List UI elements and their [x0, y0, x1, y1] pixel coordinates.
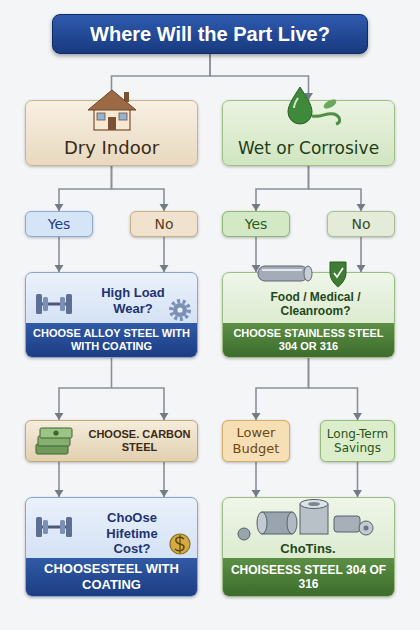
question-box: Food / Medical / Cleanroom? CHOOSE STAINL… [222, 272, 395, 358]
connector-line [59, 166, 112, 211]
flow-connector [55, 237, 64, 272]
budget-text: Long-Term Savings [321, 421, 394, 461]
arrow-head [160, 490, 169, 497]
flow-connector [55, 358, 169, 420]
connector-line [59, 462, 164, 497]
arrow-head [160, 413, 169, 420]
connector-line [256, 358, 309, 420]
gear-icon [171, 301, 189, 319]
question-text: ChoOse Hifetime Cost? [92, 510, 172, 557]
connector-line [112, 166, 165, 211]
coin-icon [170, 534, 190, 554]
money-stack-icon [36, 428, 72, 454]
arrow-head [252, 204, 261, 211]
connector-line [59, 358, 164, 420]
house-icon [88, 90, 136, 130]
budget-box: Long-Term Savings [320, 420, 395, 462]
arrow-head [55, 265, 64, 272]
connector-line [357, 462, 359, 497]
question-text: ChoTins. [253, 541, 363, 557]
location-text: Dry Indoor [26, 131, 197, 165]
arrow-head [304, 93, 313, 100]
question-box: ChoOse Hifetime Cost?CHOOSESTEEL WITH CO… [25, 497, 198, 597]
connector-line [256, 166, 309, 211]
answer-text: Yes [223, 212, 289, 236]
result-band: CHOISEESS STEEL 304 OF 316 [223, 558, 394, 596]
result-text: CHOOSE STAINLESS STEEL 304 OR 316 [223, 323, 394, 357]
answer-pill: Yes [25, 211, 93, 237]
question-box: High Load Wear? CHOOSE ALLOY STEEL WITH W… [25, 272, 198, 358]
question-text: High Load Wear? [92, 285, 174, 316]
question-box: ChoTins.CHOISEESS STEEL 304 OF 316 [222, 497, 395, 597]
result-band: CHOOSESTEEL WITH COATING [26, 558, 197, 596]
question-text: Food / Medical / Cleanroom? [253, 290, 378, 319]
budget-box: Lower Budget [222, 420, 290, 462]
answer-text: No [131, 212, 197, 236]
flow-connector [309, 166, 366, 211]
arrow-head [55, 490, 64, 497]
answer-text: Yes [26, 212, 92, 236]
arrow-head [252, 490, 261, 497]
answer-pill: No [327, 211, 395, 237]
arrow-head [252, 265, 261, 272]
arrow-head [357, 204, 366, 211]
result-text: CHOOSE. CARBON STEEL [26, 421, 197, 461]
flow-connector [353, 462, 362, 497]
arrow-head [357, 265, 366, 272]
flow-connector [210, 54, 313, 100]
flow-connector [252, 166, 309, 211]
answer-pill: Yes [222, 211, 290, 237]
connector-line [309, 166, 362, 211]
connector-line [360, 237, 362, 272]
flow-connector [252, 462, 261, 497]
connector-line [210, 54, 309, 100]
flow-connector [55, 166, 112, 211]
arrow-head [353, 413, 362, 420]
pipe-icon [258, 266, 312, 281]
water-drop-icon [288, 87, 340, 124]
result-band: CHOOSE ALLOY STEEL WITH WITH COATING [26, 323, 197, 357]
answer-pill: No [130, 211, 198, 237]
result-box: CHOOSE. CARBON STEEL [25, 420, 198, 462]
budget-text: Lower Budget [223, 421, 289, 461]
location-box: Wet or Corrosive [222, 100, 395, 166]
result-text: CHOOSESTEEL WITH COATING [26, 558, 197, 596]
connector-line [112, 54, 211, 100]
answer-text: No [328, 212, 394, 236]
flow-connector [252, 358, 309, 420]
connector-line [163, 237, 165, 272]
shield-icon [330, 262, 346, 287]
metal-parts-icon [238, 500, 373, 541]
arrow-head [160, 204, 169, 211]
result-text: CHOISEESS STEEL 304 OF 316 [223, 558, 394, 596]
title-banner: Where Will the Part Live? [52, 14, 368, 54]
location-text: Wet or Corrosive [223, 131, 394, 165]
arrow-head [107, 93, 116, 100]
flow-connector [252, 237, 261, 272]
arrow-head [353, 490, 362, 497]
flow-connector [309, 358, 363, 420]
connector-line [309, 358, 358, 420]
flow-connector [55, 462, 169, 497]
title-text: Where Will the Part Live? [53, 15, 367, 53]
dumbbell-icon [36, 294, 72, 314]
flow-connector [357, 237, 366, 272]
arrow-head [160, 265, 169, 272]
connector-line [255, 462, 257, 497]
dumbbell-icon [36, 517, 72, 537]
arrow-head [55, 413, 64, 420]
flow-connector [107, 54, 210, 100]
flow-connector [160, 237, 169, 272]
arrow-head [55, 204, 64, 211]
connector-line [255, 237, 257, 272]
result-text: CHOOSE ALLOY STEEL WITH WITH COATING [26, 323, 197, 357]
arrow-head [252, 413, 261, 420]
connector-line [58, 237, 60, 272]
result-band: CHOOSE STAINLESS STEEL 304 OR 316 [223, 323, 394, 357]
location-box: Dry Indoor [25, 100, 198, 166]
flow-connector [112, 166, 169, 211]
